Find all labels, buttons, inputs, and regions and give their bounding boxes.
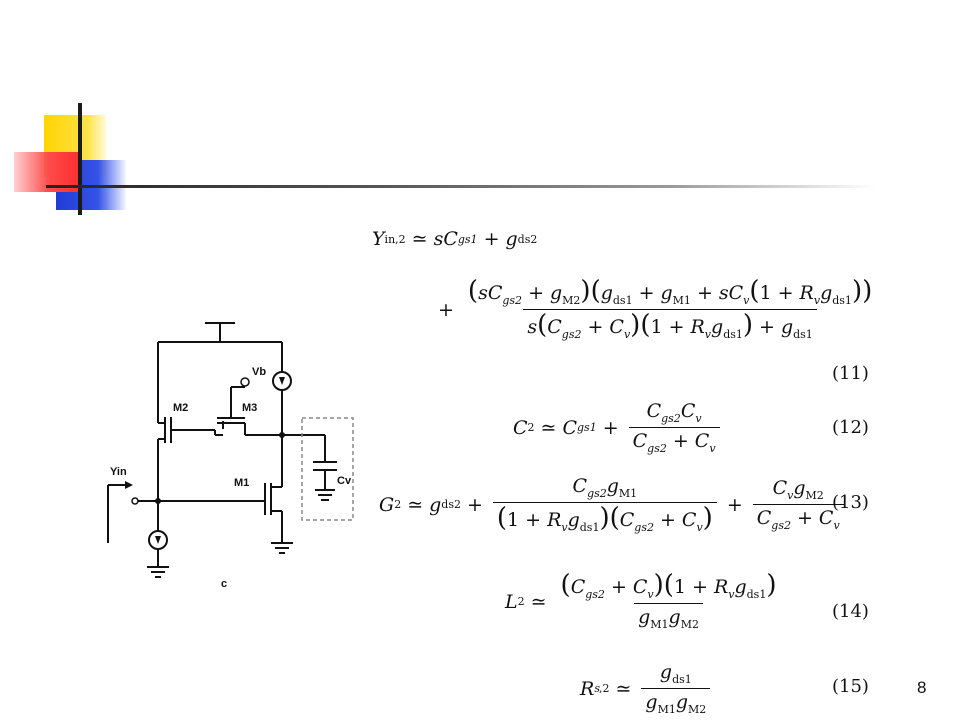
equation-number-14: (14) bbox=[832, 601, 869, 622]
decor-vertical-line bbox=[78, 103, 82, 215]
page-number: 8 bbox=[917, 678, 927, 697]
equation-11-line2: + (sCgs2+gM2)(gds1+gM1+sCv(1+Rvgds1)) s(… bbox=[438, 276, 873, 341]
label-cv: Cv bbox=[337, 475, 352, 487]
equation-number-12: (12) bbox=[832, 417, 869, 438]
equation-number-11: (11) bbox=[832, 363, 869, 384]
circuit-caption: c bbox=[221, 578, 227, 590]
equation-number-15: (15) bbox=[832, 676, 869, 697]
equation-number-13: (13) bbox=[832, 492, 869, 513]
label-yin: Yin bbox=[110, 466, 127, 478]
circuit-schematic: Vb M2 M3 M1 Yin Cv c bbox=[107, 322, 354, 590]
label-m1: M1 bbox=[234, 477, 249, 489]
decor-title-rule bbox=[46, 185, 876, 188]
label-vb: Vb bbox=[252, 366, 266, 378]
label-m3: M3 bbox=[242, 402, 257, 414]
label-m2: M2 bbox=[173, 402, 188, 414]
